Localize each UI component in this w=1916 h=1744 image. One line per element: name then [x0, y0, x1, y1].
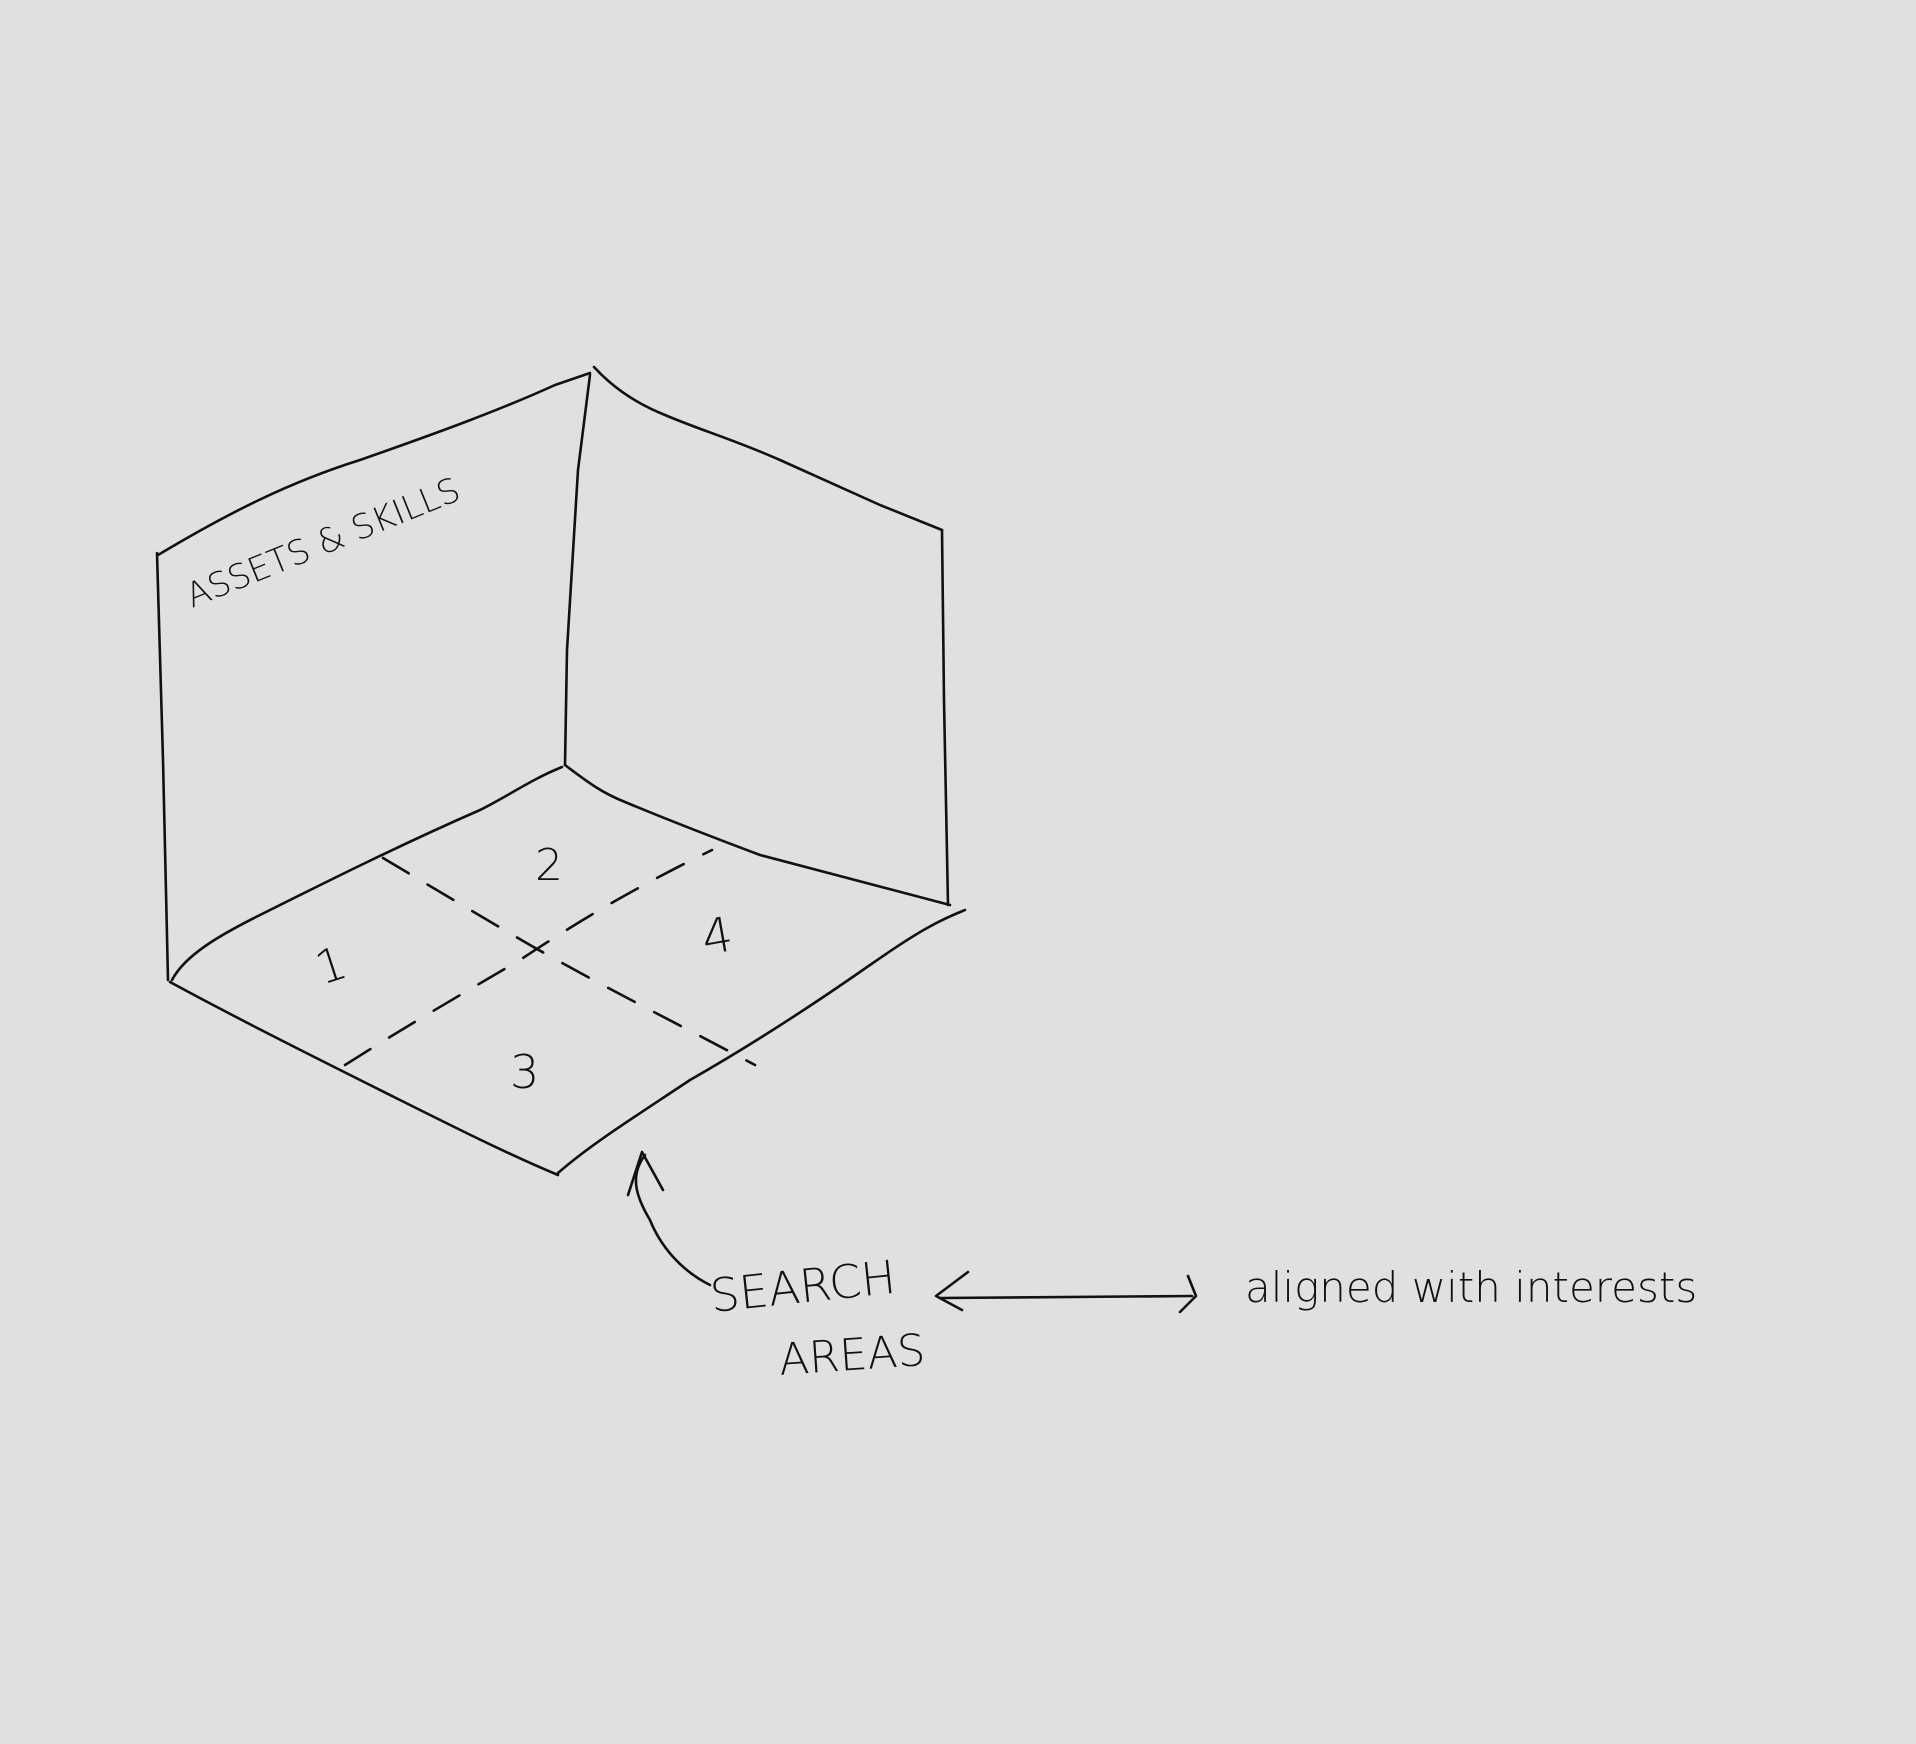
left-wall-top-edge — [156, 371, 592, 557]
floor-back-left-edge — [170, 765, 564, 982]
quadrant-label-2: 2 — [535, 840, 563, 891]
quadrant-label-3: 3 — [510, 1045, 539, 1099]
aligned-with-interests-note: aligned with interests — [1245, 1263, 1697, 1312]
floor-back-right-edge — [563, 763, 952, 907]
double-arrow-left-head — [934, 1270, 970, 1312]
floor-divider-b — [343, 848, 714, 1067]
quadrant-label-1: 1 — [309, 935, 354, 995]
right-wall-outer-edge — [940, 528, 950, 907]
search-areas-line-1: SEARCH — [708, 1250, 899, 1323]
back-corner-edge — [563, 373, 592, 767]
double-arrow-right-head — [1178, 1274, 1198, 1314]
floor-front-left-edge — [168, 980, 560, 1177]
search-areas-pointer-arrow — [634, 1153, 712, 1287]
double-arrow-shaft — [938, 1294, 1194, 1300]
search-areas-line-2: AREAS — [777, 1325, 927, 1386]
wall-label: ASSETS & SKILLS — [180, 470, 466, 616]
floor-front-right-edge — [556, 908, 967, 1175]
search-areas-pointer-arrowhead — [626, 1150, 665, 1197]
right-wall-top-edge — [592, 365, 944, 532]
floor-divider-a — [381, 856, 757, 1067]
left-wall-outer-edge — [155, 551, 170, 982]
quadrant-label-4: 4 — [697, 906, 737, 966]
